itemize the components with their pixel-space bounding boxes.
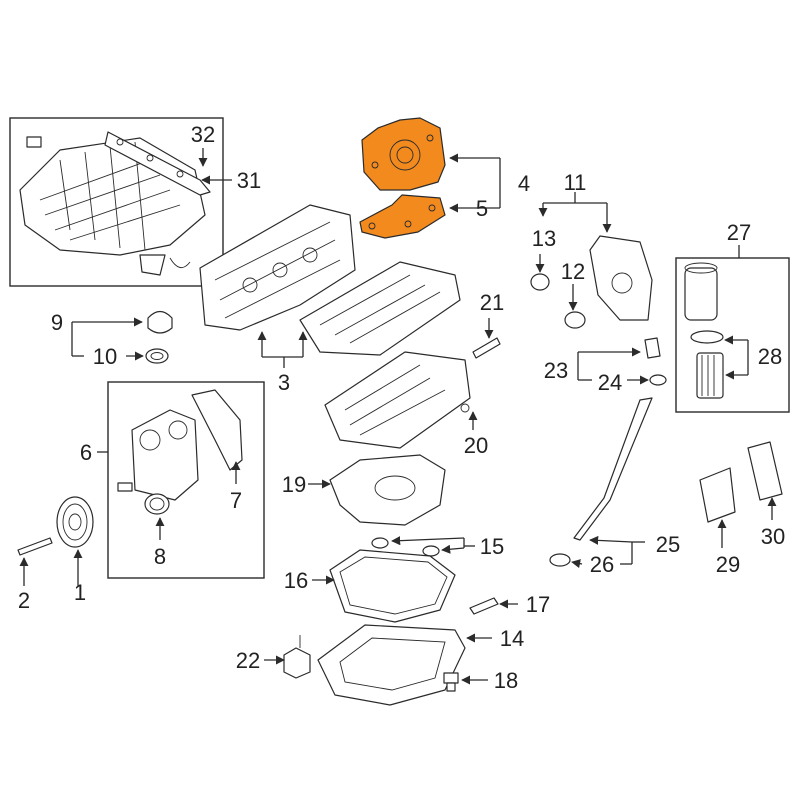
callout-26: 26 [590,552,614,577]
oil-level-sensor-part [469,597,499,615]
callout-31: 31 [237,168,261,193]
breather-housing-highlight [361,117,446,191]
oil-pan-part [317,624,466,706]
callout-2: 2 [18,588,30,613]
callout-12: 12 [561,259,585,284]
callout-6: 6 [80,440,92,465]
oil-pressure-switch-part [644,337,661,359]
manifold-gasket-part [104,131,211,196]
callout-5: 5 [476,196,488,221]
o-ring-part-28 [690,330,724,344]
engine-mount-part [283,635,311,679]
callout-28: 28 [758,344,782,369]
callout-13: 13 [532,226,556,251]
oil-filter-group-frame [675,257,790,413]
cap-seal-part [145,348,169,364]
callout-19: 19 [282,472,306,497]
intake-manifold-part [19,136,206,276]
oil-cooler-part [699,467,736,523]
callout-4: 4 [518,171,530,196]
bolt-part-6 [117,482,133,492]
cooler-gasket-part [747,441,783,501]
crankshaft-pulley-part [56,496,94,548]
callout-17: 17 [526,592,550,617]
callout-11: 11 [564,170,587,195]
callout-16: 16 [284,568,308,593]
callout-1: 1 [74,580,86,605]
drain-plug-part [443,672,459,692]
callout-27: 27 [727,220,751,245]
tube-seal-part-26 [549,553,571,567]
washer-part-24 [649,374,667,386]
callout-10: 10 [93,344,117,369]
callout-7: 7 [230,488,242,513]
engine-block-part [324,351,471,449]
cylinder-head-part [199,204,461,356]
intake-manifold-group-frame [9,117,224,287]
callout-25: 25 [656,532,680,557]
oil-pan-gasket-part [329,549,456,623]
callout-22: 22 [236,648,260,673]
callout-9: 9 [51,310,63,335]
dipstick-tube-part [573,397,653,541]
leader-lines [19,148,777,685]
breather-gasket-highlight [359,194,446,239]
oil-filler-cap-part [147,310,173,334]
plug-part-13 [530,273,550,291]
callout-21: 21 [480,290,504,315]
callout-23: 23 [544,358,568,383]
timing-cover-group-frame [107,381,265,579]
sensor-part [472,337,501,359]
callout-15: 15 [480,534,504,559]
callout-20: 20 [464,433,488,458]
callout-18: 18 [494,668,518,693]
callout-32: 32 [191,122,215,147]
seal-part-8 [144,493,170,515]
callout-8: 8 [154,544,166,569]
timing-cover-part [131,409,199,501]
oil-pump-housing-part [329,454,446,526]
breather-gasket-part [359,194,446,239]
crankcase-breather-part [361,117,446,191]
oil-filter-housing-part [684,262,718,321]
timing-cover-gasket-part [191,389,243,471]
callout-labels: 1 2 3 4 5 6 7 8 9 10 11 12 13 14 15 16 1… [18,122,785,693]
front-cover-part [589,235,653,321]
callout-24: 24 [598,370,622,395]
callout-3: 3 [278,370,290,395]
filter-element-part [696,352,724,399]
pulley-bolt-part [17,537,53,556]
seal-part-12 [564,311,586,329]
gaskets-part-15 [371,537,440,557]
callout-30: 30 [761,524,785,549]
callout-14: 14 [500,626,524,651]
callout-29: 29 [716,552,740,577]
